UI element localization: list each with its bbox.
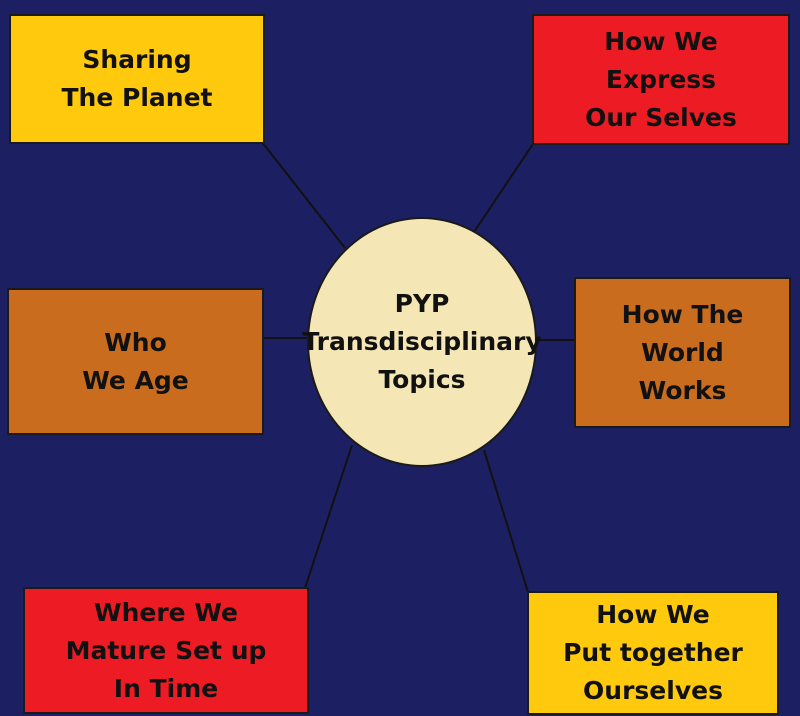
topic-who-we-age: Who We Age [7, 288, 264, 435]
topic-how-we-put-together-ourselves: How We Put together Ourselves [527, 591, 779, 715]
connector-organise [483, 449, 529, 593]
central-topic-circle: PYP Transdisciplinary Topics [302, 217, 542, 467]
topic-where-we-mature-set-up-in-time: Where We Mature Set up In Time [23, 587, 309, 714]
central-topic-label: PYP Transdisciplinary Topics [302, 289, 542, 394]
topic-label: How The World Works [621, 299, 744, 405]
topic-sharing-the-planet: Sharing The Planet [9, 14, 265, 144]
topic-label: How We Express Our Selves [585, 26, 737, 132]
topic-label: Who We Age [82, 327, 189, 395]
topic-label: How We Put together Ourselves [563, 600, 743, 705]
topic-label: Where We Mature Set up In Time [65, 597, 267, 703]
topic-how-the-world-works: How The World Works [574, 277, 791, 428]
connector-sharing [261, 141, 346, 249]
connector-where [304, 444, 353, 589]
connector-express [473, 143, 534, 233]
topic-how-we-express-our-selves: How We Express Our Selves [532, 14, 790, 145]
topic-label: Sharing The Planet [61, 45, 213, 112]
